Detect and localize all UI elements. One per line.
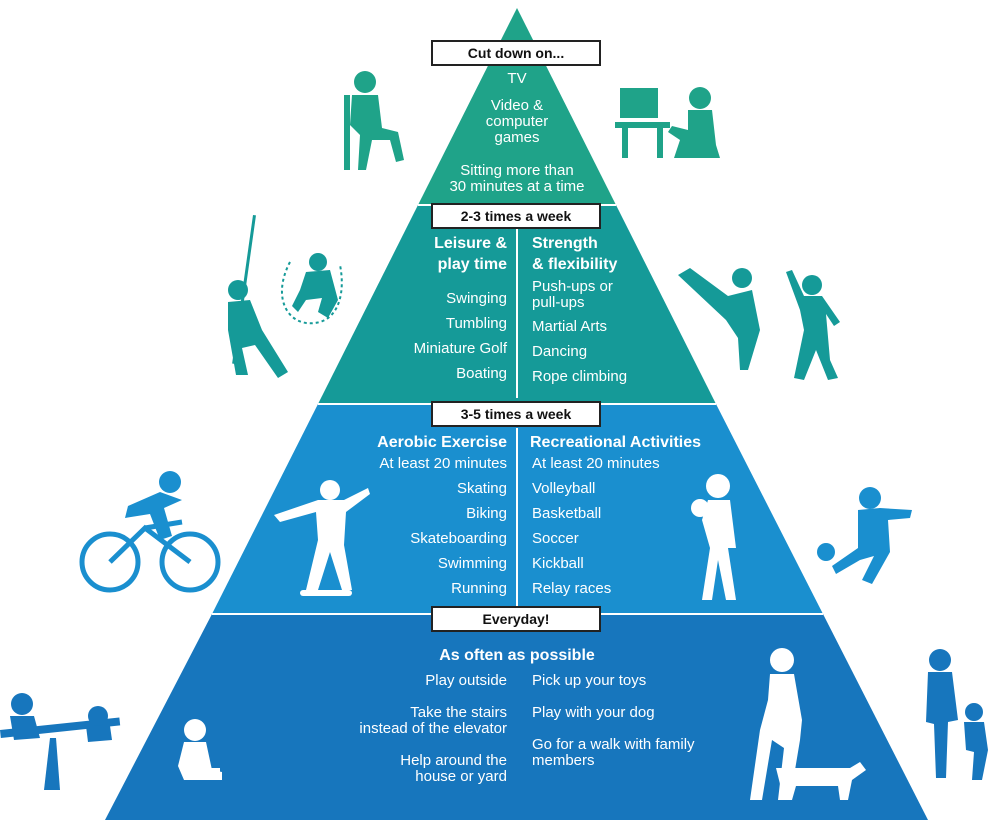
jump-rope-icon	[280, 253, 343, 325]
rope-climber-icon	[228, 214, 288, 378]
toddler-icon	[178, 719, 222, 780]
tier-cut-down	[418, 8, 616, 205]
aerobic-item: Swimming	[437, 555, 507, 572]
strength-item: pull-ups	[532, 294, 585, 311]
everyday-right-item: members	[532, 752, 595, 769]
leisure-item: Swinging	[446, 290, 507, 307]
everyday-left-item: Play outside	[425, 672, 507, 689]
everyday-left-item: Take the stairs	[410, 704, 507, 721]
recreational-heading: Recreational Activities	[530, 434, 702, 451]
aerobic-item: Skateboarding	[410, 530, 507, 547]
strength-heading-1: Strength	[532, 235, 598, 252]
computer-user-icon	[615, 87, 720, 158]
cut-down-item-sitting-1: Sitting more than	[460, 162, 574, 179]
aerobic-item: Biking	[466, 505, 507, 522]
recreational-item: Volleyball	[532, 480, 596, 497]
volleyball-player-icon	[691, 474, 736, 600]
martial-arts-icon	[678, 268, 760, 370]
strength-item: Rope climbing	[532, 368, 628, 385]
everyday-left-item: house or yard	[415, 768, 507, 785]
everyday-heading: As often as possible	[439, 647, 595, 664]
tier-everyday	[105, 614, 928, 820]
cut-down-item-sitting-2: 30 minutes at a time	[449, 178, 585, 195]
recreational-item: Kickball	[532, 555, 584, 572]
everyday-left-item: Help around the	[400, 752, 507, 769]
leisure-item: Miniature Golf	[413, 340, 507, 357]
seesaw-icon	[0, 693, 121, 790]
family-walking-icon	[926, 649, 988, 780]
strength-item: Push-ups or	[532, 278, 613, 295]
cut-down-item-games-3: games	[494, 129, 540, 146]
tier-label-everyday: Everyday!	[431, 606, 601, 632]
aerobic-heading: Aerobic Exercise	[377, 434, 507, 451]
aerobic-item: Skating	[456, 480, 507, 497]
leisure-item: Boating	[456, 365, 507, 382]
man-walking-dog-icon	[750, 648, 866, 800]
recreational-item: Basketball	[532, 505, 602, 522]
everyday-right-item: Play with your dog	[532, 704, 655, 721]
recreational-item: Relay races	[532, 580, 612, 597]
everyday-left-item: instead of the elevator	[359, 720, 507, 737]
skateboarder-icon	[274, 480, 370, 596]
aerobic-item: Running	[451, 580, 507, 597]
recreational-subheading: At least 20 minutes	[532, 455, 660, 472]
cyclist-icon	[79, 471, 221, 593]
cut-down-item-tv: TV	[507, 70, 527, 87]
tier-label-cut-down: Cut down on...	[431, 40, 601, 66]
everyday-right-item: Pick up your toys	[532, 672, 647, 689]
leisure-heading-2: play time	[437, 256, 507, 273]
leisure-heading-1: Leisure &	[434, 235, 507, 252]
cut-down-item-games-2: computer	[485, 113, 549, 130]
sitting-person-icon	[344, 71, 404, 170]
dancer-icon	[786, 270, 840, 380]
recreational-item: Soccer	[532, 530, 579, 547]
strength-item: Martial Arts	[532, 318, 608, 335]
aerobic-subheading: At least 20 minutes	[379, 455, 507, 472]
everyday-right-item: Go for a walk with family	[532, 736, 695, 753]
tier-label-two-three-times: 2-3 times a week	[431, 203, 601, 229]
tier-label-three-five-times: 3-5 times a week	[431, 401, 601, 427]
strength-heading-2: & flexibility	[532, 256, 618, 273]
soccer-player-icon	[817, 487, 912, 584]
cut-down-item-games-1: Video &	[490, 97, 544, 114]
leisure-item: Tumbling	[445, 315, 507, 332]
strength-item: Dancing	[532, 343, 588, 360]
